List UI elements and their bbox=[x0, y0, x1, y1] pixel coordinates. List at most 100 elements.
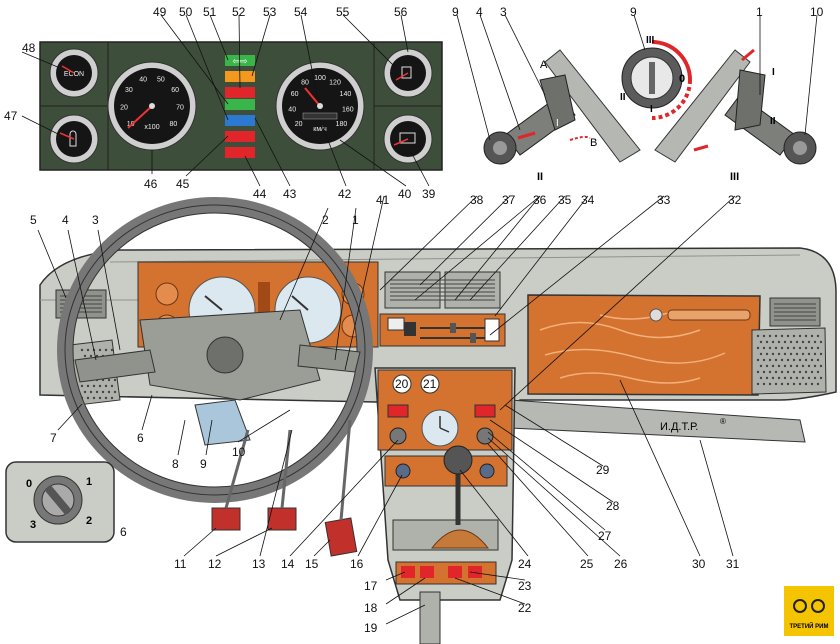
brake-pedal[interactable] bbox=[267, 507, 297, 531]
tacho-unit: x100 bbox=[144, 124, 159, 131]
callout-4-top: 4 bbox=[476, 5, 483, 19]
dashboard-leaders bbox=[37, 14, 818, 625]
callout-3-top: 3 bbox=[500, 5, 507, 19]
callout-55: 55 bbox=[336, 5, 350, 19]
callout-11: 11 bbox=[174, 557, 187, 571]
callout-22: 22 bbox=[518, 601, 532, 615]
speedo-tick-120: 120 bbox=[329, 79, 341, 86]
fuel-pump-icon bbox=[401, 66, 412, 79]
instrument-cluster: ECON 1020304050607080 x100 ⇦⇨ bbox=[39, 41, 443, 171]
right-speaker-grille bbox=[751, 327, 827, 395]
callout-20-badge bbox=[392, 374, 412, 394]
callout-56: 56 bbox=[394, 5, 408, 19]
callout-25: 25 bbox=[580, 557, 594, 571]
glovebox-mark: И.Д.Т.Р. bbox=[660, 421, 698, 433]
callout-38: 38 bbox=[470, 193, 484, 207]
callout-8: 8 bbox=[172, 457, 179, 471]
callout-9-left: 9 bbox=[452, 5, 459, 19]
tacho-tick-70: 70 bbox=[176, 104, 184, 111]
callout-42: 42 bbox=[338, 187, 352, 201]
callout-49: 49 bbox=[153, 5, 167, 19]
tacho-tick-50: 50 bbox=[157, 77, 165, 84]
callout-9-top: 9 bbox=[630, 5, 637, 19]
publisher-logo: ТРЕТИЙ РИМ bbox=[784, 586, 834, 636]
rear-defrost-knob[interactable] bbox=[476, 427, 494, 445]
speedo-tick-160: 160 bbox=[342, 107, 354, 114]
fuel-reserve-lamp bbox=[225, 87, 255, 98]
callout-1: 1 bbox=[352, 213, 359, 227]
callout-6: 6 bbox=[137, 431, 144, 445]
handbrake-lever[interactable] bbox=[419, 591, 441, 644]
gear-knob[interactable] bbox=[443, 445, 473, 475]
inset-pos-3: 3 bbox=[30, 519, 36, 531]
callout-10: 10 bbox=[232, 445, 246, 459]
callout-23: 23 bbox=[518, 579, 532, 593]
steering-wheel bbox=[57, 197, 373, 503]
callout-16: 16 bbox=[350, 557, 364, 571]
callout-21: 21 bbox=[423, 377, 437, 391]
fuel-gauge bbox=[383, 48, 433, 98]
callout-5: 5 bbox=[30, 213, 37, 227]
logo-text: ТРЕТИЙ РИМ bbox=[790, 622, 829, 630]
inset-pos-2: 2 bbox=[86, 515, 92, 527]
clutch-pedal[interactable] bbox=[211, 507, 241, 531]
callout-54: 54 bbox=[294, 5, 308, 19]
callout-48: 48 bbox=[22, 41, 36, 55]
callout-43: 43 bbox=[283, 187, 297, 201]
callout-34: 34 bbox=[581, 193, 595, 207]
gear-boot bbox=[430, 529, 490, 549]
right-side-vent bbox=[769, 297, 821, 327]
heater-control-panel bbox=[379, 313, 506, 347]
callout-39: 39 bbox=[422, 187, 436, 201]
tacho-tick-40: 40 bbox=[139, 77, 147, 84]
callout-14: 14 bbox=[281, 557, 295, 571]
callout-10-top: 10 bbox=[810, 5, 824, 19]
battery-icon bbox=[399, 132, 416, 144]
callout-9: 9 bbox=[200, 457, 207, 471]
glovebox-handle bbox=[667, 309, 751, 321]
speedo-tick-20: 20 bbox=[295, 121, 303, 128]
speedo-tick-40: 40 bbox=[288, 107, 296, 114]
callout-40: 40 bbox=[398, 187, 412, 201]
high-beam-lamp bbox=[225, 115, 255, 126]
economizer-gauge: ECON bbox=[49, 48, 99, 98]
callout-1-top: 1 bbox=[756, 5, 763, 19]
callout-18: 18 bbox=[364, 601, 378, 615]
voltmeter bbox=[383, 114, 433, 164]
callout-27: 27 bbox=[598, 529, 612, 543]
cigarette-lighter[interactable] bbox=[389, 427, 407, 445]
callout-45: 45 bbox=[176, 177, 190, 191]
callout-4: 4 bbox=[62, 213, 69, 227]
callout-20: 20 bbox=[395, 377, 409, 391]
inset-pos-1: 1 bbox=[86, 476, 92, 488]
accelerator-pedal[interactable] bbox=[324, 517, 358, 557]
stalk-position-a: A bbox=[540, 59, 548, 71]
callout-17: 17 bbox=[364, 579, 378, 593]
oil-pressure-lamp bbox=[225, 131, 255, 142]
callout-24: 24 bbox=[518, 557, 532, 571]
pedals bbox=[211, 419, 358, 557]
coolant-temp-gauge bbox=[49, 114, 99, 164]
ignition-pos-i: I bbox=[650, 104, 653, 115]
callout-29: 29 bbox=[596, 463, 610, 477]
speedo-tick-80: 80 bbox=[301, 79, 309, 86]
callout-50: 50 bbox=[179, 5, 193, 19]
hazard-switch[interactable] bbox=[474, 404, 496, 418]
rear-fog-switch[interactable] bbox=[387, 404, 409, 418]
stalk-position-i: I bbox=[556, 118, 559, 129]
left-stalk-switch: A B II I bbox=[483, 49, 641, 183]
callout-13: 13 bbox=[252, 557, 266, 571]
callout-numbers: 48 47 46 45 49 50 51 52 53 44 43 54 42 4… bbox=[4, 5, 824, 635]
callout-21-badge bbox=[420, 374, 440, 394]
right-stalk-pos-ii: II bbox=[770, 116, 776, 127]
speedo-tick-100: 100 bbox=[314, 75, 326, 82]
stalk-position-b: B bbox=[590, 137, 597, 149]
callout-46: 46 bbox=[144, 177, 158, 191]
callout-41: 41 bbox=[376, 193, 390, 207]
tacho-tick-60: 60 bbox=[171, 87, 179, 94]
cluster-leaders bbox=[21, 14, 430, 187]
tachometer: 1020304050607080 x100 bbox=[107, 61, 197, 151]
svg-text:⇦⇨: ⇦⇨ bbox=[232, 56, 248, 66]
callout-6-inset: 6 bbox=[120, 525, 127, 539]
